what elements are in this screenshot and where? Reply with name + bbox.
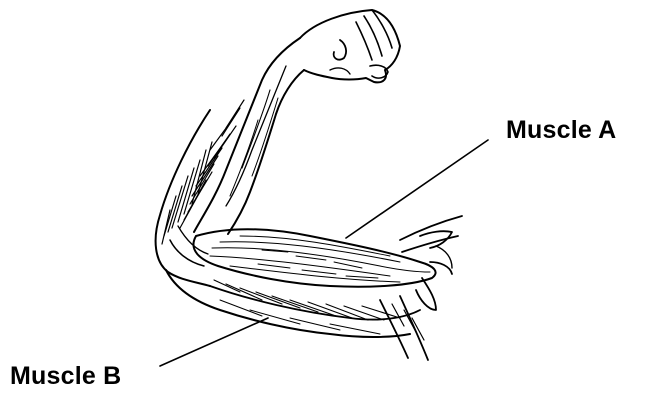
leader-line-muscle-a xyxy=(346,140,488,238)
shoulder-torso xyxy=(400,216,462,310)
upper-arm-lower-edge xyxy=(380,296,428,360)
forearm-shading xyxy=(180,100,244,228)
muscle-b-triceps xyxy=(210,280,420,334)
label-muscle-b: Muscle B xyxy=(10,362,121,391)
forearm xyxy=(194,38,304,234)
leader-line-muscle-b xyxy=(160,318,268,366)
fist xyxy=(300,10,400,82)
label-muscle-a: Muscle A xyxy=(506,116,616,145)
upper-arm xyxy=(156,110,410,337)
muscle-a-biceps xyxy=(193,229,435,286)
elbow-shading xyxy=(162,142,212,244)
